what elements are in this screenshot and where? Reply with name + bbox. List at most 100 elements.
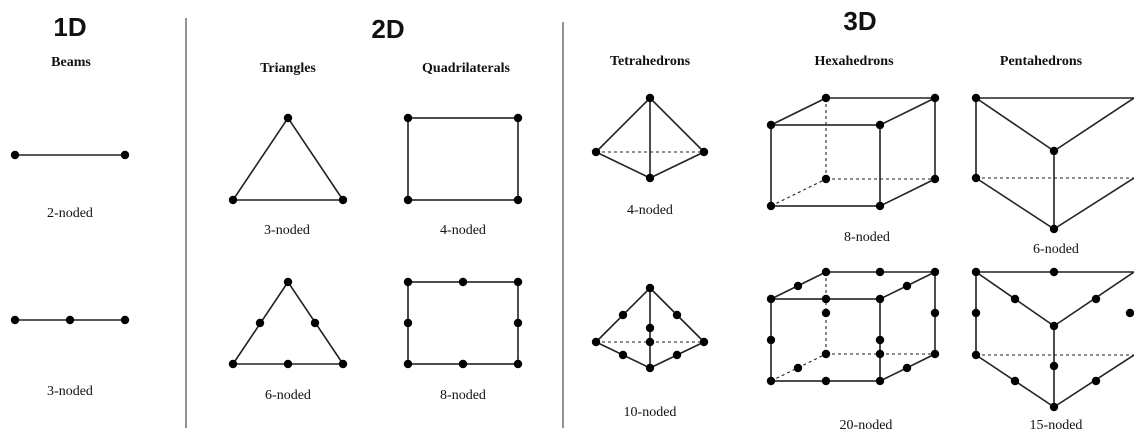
beam-3-noded-element xyxy=(10,315,130,325)
column-title-hexahedrons: Hexahedrons xyxy=(814,54,894,69)
label-quad-8-noded: 8-noded xyxy=(440,388,486,403)
column-title-beams: Beams xyxy=(51,55,91,70)
node-dot xyxy=(1010,294,1020,304)
node-dot xyxy=(766,201,776,211)
node-dot xyxy=(618,310,628,320)
section-title-2d: 2D xyxy=(371,14,404,44)
penta-edge xyxy=(1053,97,1134,152)
node-dot xyxy=(875,349,885,359)
node-dot xyxy=(591,147,601,157)
node-dot xyxy=(513,277,523,287)
node-dot xyxy=(645,93,655,103)
node-dot xyxy=(821,267,831,277)
node-dot xyxy=(645,337,655,347)
tetra-10-noded-element xyxy=(591,283,709,373)
quad-edges xyxy=(407,281,519,365)
label-beam-3-noded: 3-noded xyxy=(47,384,93,399)
penta-edge xyxy=(975,97,1055,152)
node-dot xyxy=(930,267,940,277)
node-dot xyxy=(821,349,831,359)
node-dot xyxy=(403,318,413,328)
section-title-1d: 1D xyxy=(53,12,86,42)
label-triangle-6-noded: 6-noded xyxy=(265,388,311,403)
node-dot xyxy=(930,93,940,103)
node-dot xyxy=(1049,146,1059,156)
tetra-edge xyxy=(595,151,651,179)
label-triangle-3-noded: 3-noded xyxy=(264,223,310,238)
node-dot xyxy=(403,277,413,287)
node-dot xyxy=(672,310,682,320)
node-dot xyxy=(338,359,348,369)
hexa-hidden-edge xyxy=(770,178,827,207)
penta-edge xyxy=(1053,177,1134,230)
node-dot xyxy=(672,350,682,360)
node-dot xyxy=(1125,308,1134,318)
label-quad-4-noded: 4-noded xyxy=(440,223,486,238)
node-dot xyxy=(793,281,803,291)
node-dot xyxy=(971,173,981,183)
node-dot xyxy=(458,359,468,369)
node-dot xyxy=(1049,361,1059,371)
node-dot xyxy=(971,93,981,103)
node-dot xyxy=(645,363,655,373)
hexa-edge xyxy=(879,97,936,126)
node-dot xyxy=(228,195,238,205)
node-dot xyxy=(930,308,940,318)
penta-15-noded-element xyxy=(971,267,1134,412)
beam-2-noded-element xyxy=(10,150,130,160)
node-dot xyxy=(699,337,709,347)
node-dot xyxy=(403,359,413,369)
node-dot xyxy=(793,363,803,373)
tetra-edge xyxy=(649,97,705,153)
node-dot xyxy=(875,120,885,130)
node-dot xyxy=(821,174,831,184)
node-dot xyxy=(1091,294,1101,304)
node-dot xyxy=(902,363,912,373)
node-dot xyxy=(766,120,776,130)
node-dot xyxy=(403,113,413,123)
node-dot xyxy=(513,359,523,369)
node-dot xyxy=(1091,376,1101,386)
tetra-edge xyxy=(595,97,651,153)
node-dot xyxy=(338,195,348,205)
node-dot xyxy=(766,294,776,304)
node-dot xyxy=(821,376,831,386)
node-dot xyxy=(458,277,468,287)
node-dot xyxy=(971,350,981,360)
node-dot xyxy=(283,277,293,287)
tetra-4-noded-element xyxy=(591,93,709,183)
node-dot xyxy=(766,376,776,386)
node-dot xyxy=(283,359,293,369)
penta-6-noded-element xyxy=(971,93,1134,234)
node-dot xyxy=(591,337,601,347)
node-dot xyxy=(120,315,130,325)
triangle-edges xyxy=(231,116,345,201)
node-dot xyxy=(255,318,265,328)
label-beam-2-noded: 2-noded xyxy=(47,206,93,221)
quad-edges xyxy=(407,117,519,201)
node-dot xyxy=(513,113,523,123)
node-dot xyxy=(120,150,130,160)
label-tetra-4-noded: 4-noded xyxy=(627,203,673,218)
node-dot xyxy=(875,267,885,277)
node-dot xyxy=(513,318,523,328)
node-dot xyxy=(1010,376,1020,386)
tetra-edge xyxy=(649,151,705,179)
label-penta-6-noded: 6-noded xyxy=(1033,242,1079,257)
node-dot xyxy=(10,315,20,325)
section-title-3d: 3D xyxy=(843,6,876,36)
node-dot xyxy=(821,294,831,304)
node-dot xyxy=(1049,224,1059,234)
hexa-front-face xyxy=(770,124,881,207)
node-dot xyxy=(821,93,831,103)
column-title-pentahedrons: Pentahedrons xyxy=(1000,54,1083,69)
node-dot xyxy=(875,201,885,211)
triangle-edges xyxy=(231,280,345,365)
triangle-6-noded-element xyxy=(228,277,348,369)
node-dot xyxy=(310,318,320,328)
node-dot xyxy=(699,147,709,157)
node-dot xyxy=(1049,402,1059,412)
label-tetra-10-noded: 10-noded xyxy=(624,405,677,420)
node-dot xyxy=(618,350,628,360)
node-dot xyxy=(930,174,940,184)
